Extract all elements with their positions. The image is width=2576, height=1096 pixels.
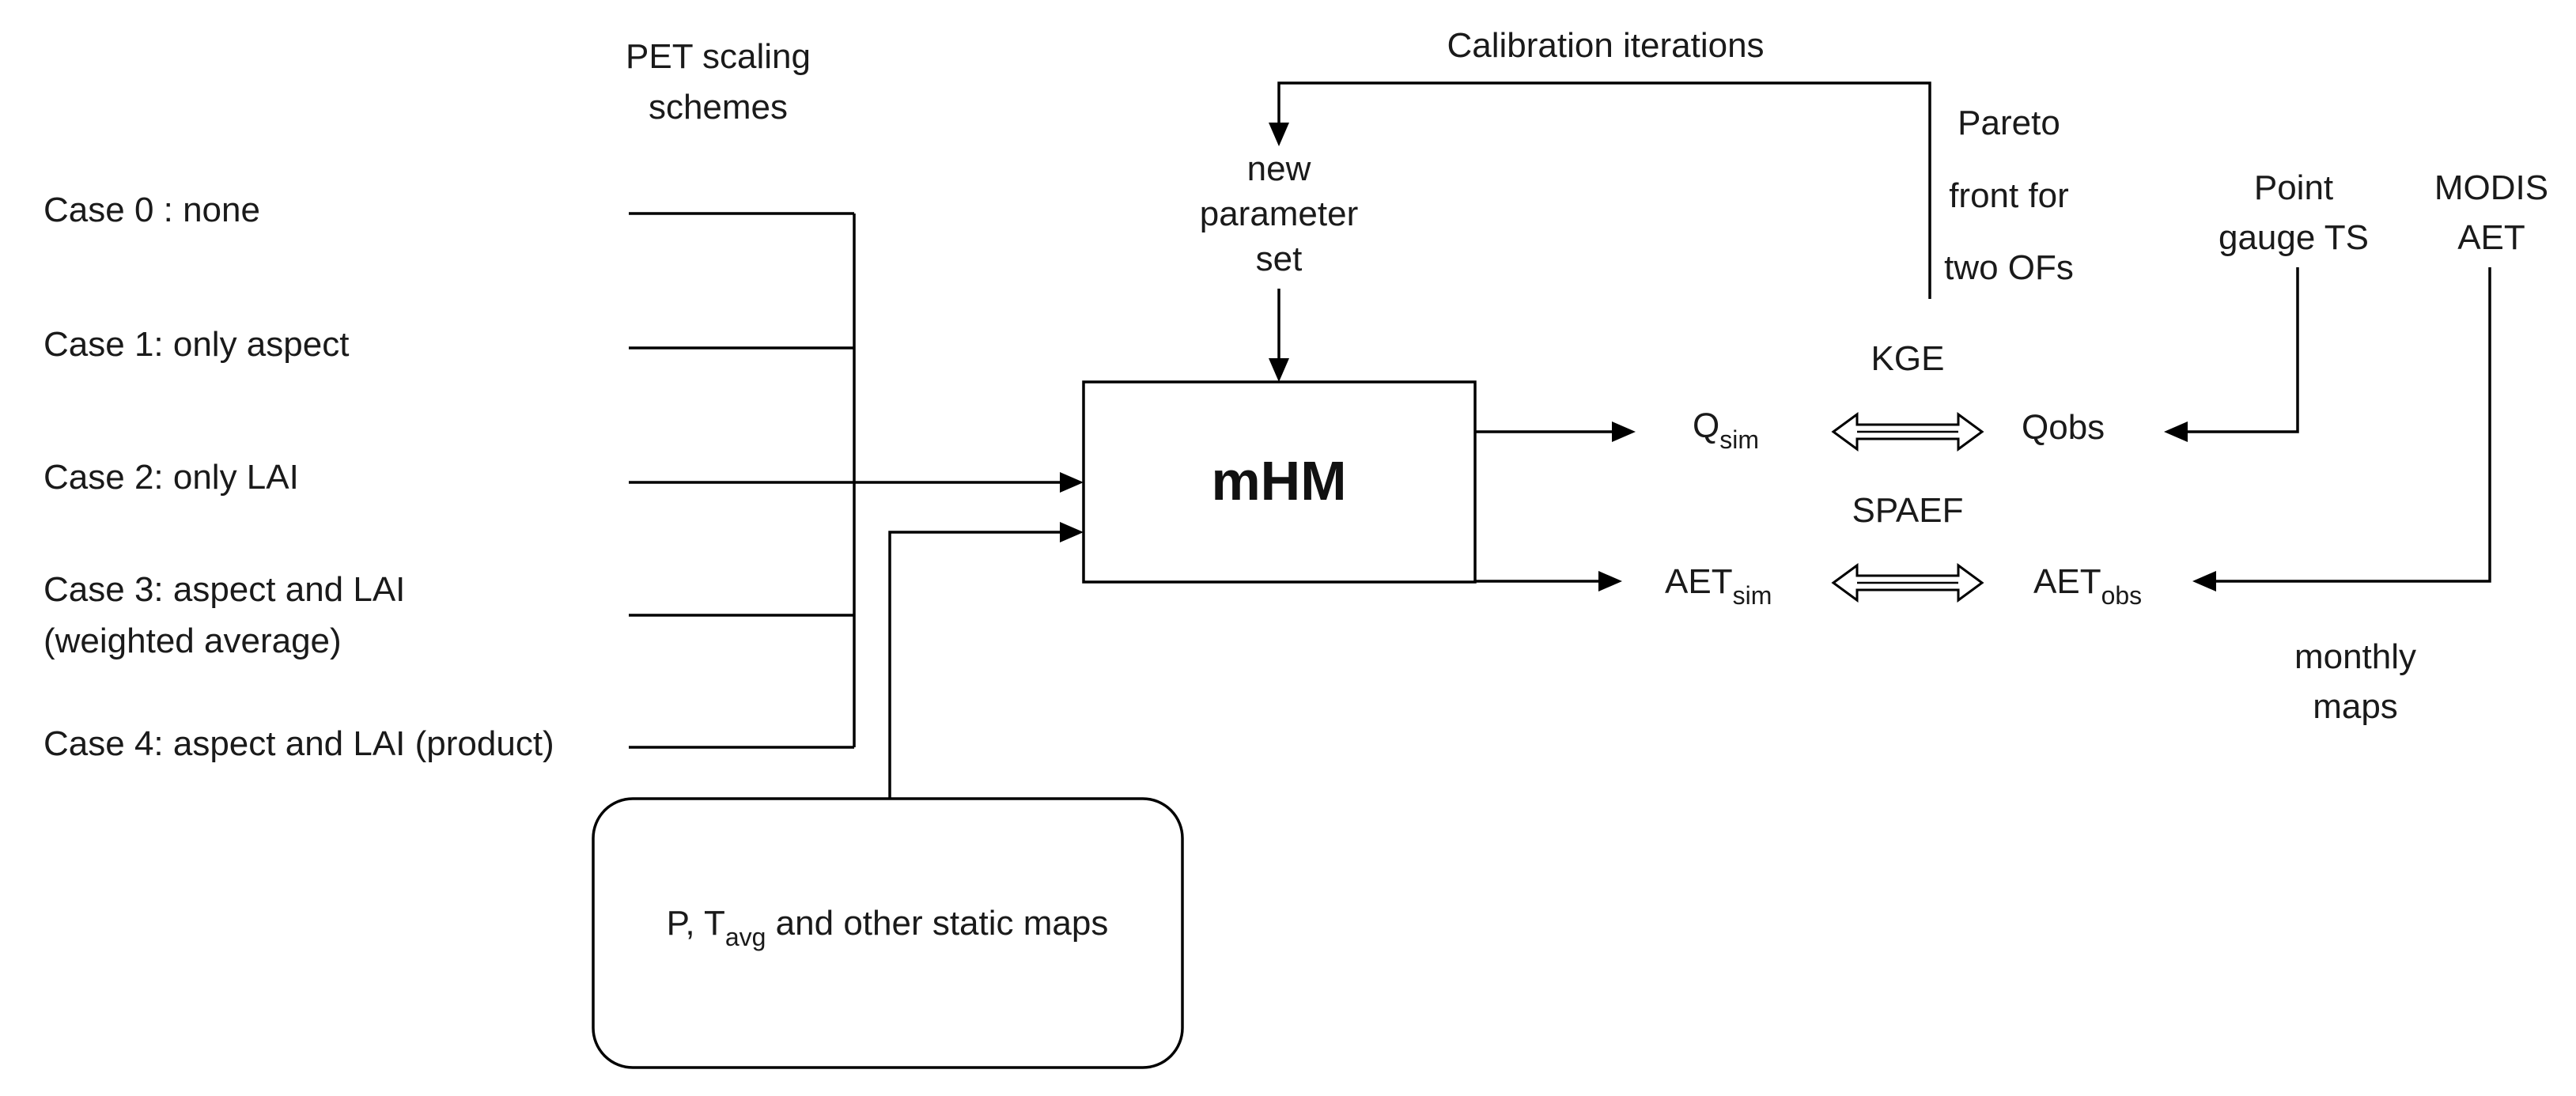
- case-0-label: Case 0 : none: [44, 191, 260, 229]
- new-param-line1: new: [1247, 149, 1311, 188]
- static-maps-connector: [888, 522, 1084, 799]
- monthly-maps-line1: monthly: [2294, 637, 2416, 676]
- spaef-label: SPAEF: [1852, 491, 1963, 530]
- mhm-model-box: [1082, 380, 1477, 584]
- q-sim-label: Qsim: [1693, 406, 1759, 454]
- pareto-line1: Pareto: [1958, 104, 2060, 142]
- case-3-label-line2: (weighted average): [44, 622, 342, 660]
- pet-header-line2: schemes: [649, 88, 788, 127]
- gauge-to-qobs-arrow: [2164, 267, 2299, 442]
- model-output-arrows: [1475, 421, 1636, 591]
- pareto-line2: front for: [1949, 176, 2069, 215]
- new-param-line2: parameter: [1200, 195, 1359, 233]
- static-maps-label: P, Tavg and other static maps: [667, 904, 1109, 951]
- pareto-line3: two OFs: [1944, 248, 2074, 287]
- case-4-label: Case 4: aspect and LAI (product): [44, 724, 554, 763]
- monthly-maps-line2: maps: [2313, 687, 2398, 726]
- new-param-line3: set: [1256, 240, 1303, 278]
- param-to-model-arrow: [1269, 289, 1289, 382]
- case-3-label-line1: Case 3: aspect and LAI: [44, 570, 405, 609]
- aet-obs-label: AETobs: [2033, 562, 2142, 610]
- calibration-label: Calibration iterations: [1447, 26, 1764, 65]
- modis-to-aetobs-arrow: [2192, 267, 2491, 591]
- kge-label: KGE: [1871, 339, 1945, 378]
- q-obs-label: Qobs: [2022, 408, 2105, 447]
- static-maps-box: [592, 797, 1184, 1069]
- case-connectors: [629, 212, 1084, 749]
- case-2-label: Case 2: only LAI: [44, 458, 299, 497]
- mhm-model-label: mHM: [1211, 450, 1346, 512]
- case-1-label: Case 1: only aspect: [44, 325, 349, 364]
- calibration-loop: [1269, 81, 1931, 299]
- modis-line1: MODIS: [2434, 168, 2548, 207]
- point-gauge-line2: gauge TS: [2219, 218, 2369, 257]
- aet-sim-label: AETsim: [1665, 562, 1772, 610]
- pet-header-line1: PET scaling: [626, 37, 811, 76]
- modis-line2: AET: [2457, 218, 2525, 257]
- point-gauge-line1: Point: [2254, 168, 2333, 207]
